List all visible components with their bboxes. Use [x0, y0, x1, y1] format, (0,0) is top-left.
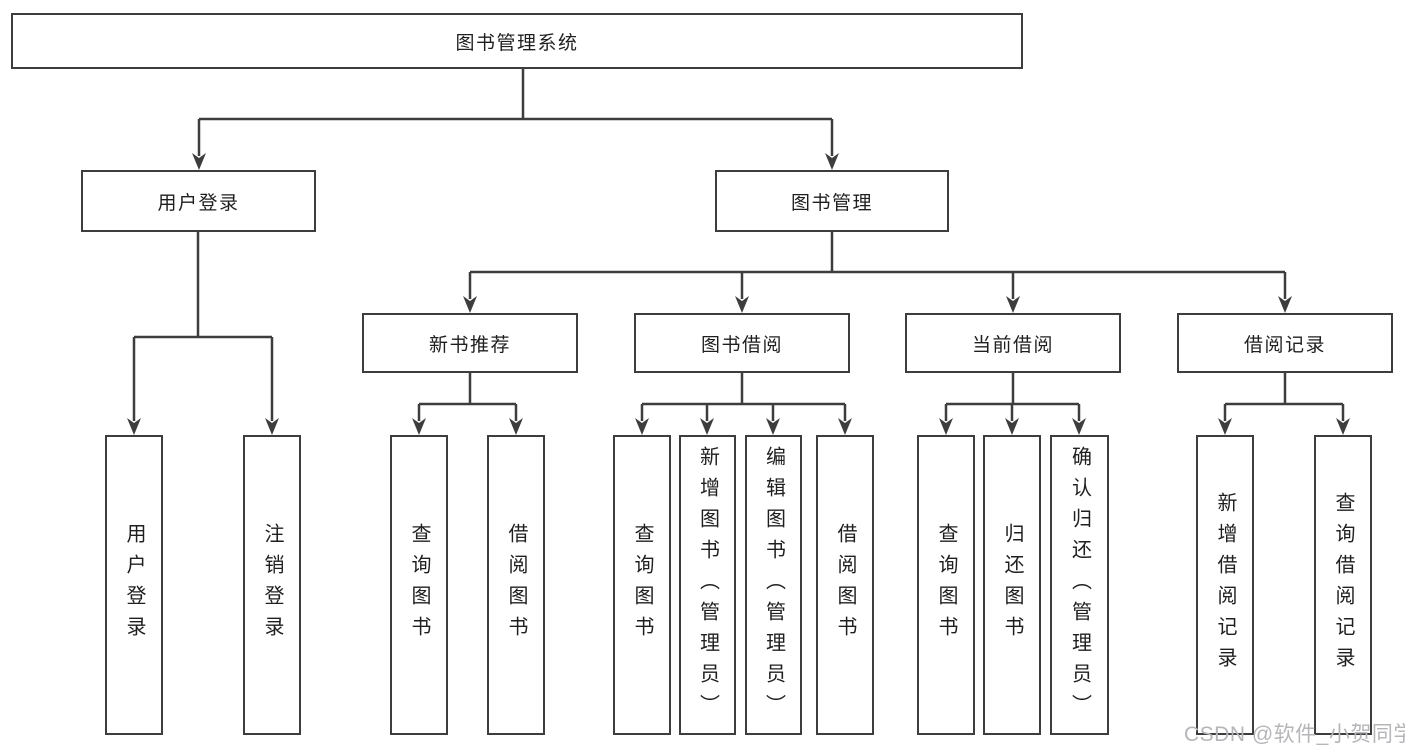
- node-book-management: 图书管理: [715, 170, 949, 232]
- arrowhead: [412, 418, 426, 435]
- connector-book-mgmt-to-level3: [468, 232, 1287, 299]
- node-current-borrow: 当前借阅: [905, 313, 1121, 373]
- leaf-confirm-return-admin: 确认归还（管理员）: [1050, 435, 1109, 735]
- node-book-borrow: 图书借阅: [634, 313, 850, 373]
- leaf-add-book-admin: 新增图书（管理员）: [679, 435, 736, 735]
- arrowhead: [192, 153, 206, 170]
- arrowhead: [1336, 418, 1350, 435]
- arrowhead: [838, 418, 852, 435]
- leaf-user-login: 用户登录: [105, 435, 163, 735]
- arrowhead: [635, 418, 649, 435]
- arrowhead: [265, 418, 279, 435]
- arrowhead: [1218, 418, 1232, 435]
- leaf-query-borrow-record: 查询借阅记录: [1314, 435, 1372, 735]
- leaf-borrow-books: 借阅图书: [816, 435, 874, 735]
- csdn-watermark: CSDN @软件_小贺同学: [1184, 723, 1405, 746]
- arrowhead: [1278, 296, 1292, 313]
- connector-borrow-records-children: [1223, 373, 1345, 421]
- arrowhead: [700, 418, 714, 435]
- connector-current-borrow-children: [944, 373, 1081, 421]
- arrowhead: [509, 418, 523, 435]
- connector-book-borrow-children: [640, 373, 847, 421]
- leaf-edit-book-admin: 编辑图书（管理员）: [745, 435, 802, 735]
- arrowhead: [1006, 296, 1020, 313]
- node-new-book-recommend: 新书推荐: [362, 313, 578, 373]
- leaf-logout: 注销登录: [243, 435, 301, 735]
- connector-user-login-children: [132, 232, 274, 421]
- node-root: 图书管理系统: [11, 13, 1023, 69]
- leaf-add-borrow-record: 新增借阅记录: [1196, 435, 1254, 735]
- arrowhead: [463, 296, 477, 313]
- leaf-query-books-recommend: 查询图书: [390, 435, 448, 735]
- arrowhead: [735, 296, 749, 313]
- node-borrow-records: 借阅记录: [1177, 313, 1393, 373]
- arrowhead: [825, 153, 839, 170]
- leaf-query-books-current: 查询图书: [917, 435, 975, 735]
- connector-root-to-level2: [197, 69, 834, 156]
- arrowhead: [1072, 418, 1086, 435]
- arrowhead: [127, 418, 141, 435]
- node-user-login: 用户登录: [81, 170, 316, 232]
- connector-new-book-recommend-children: [417, 373, 518, 421]
- arrowhead: [939, 418, 953, 435]
- leaf-return-book: 归还图书: [983, 435, 1041, 735]
- arrowhead: [1005, 418, 1019, 435]
- leaf-borrow-books-recommend: 借阅图书: [487, 435, 545, 735]
- arrowhead: [766, 418, 780, 435]
- leaf-query-books-borrow: 查询图书: [613, 435, 671, 735]
